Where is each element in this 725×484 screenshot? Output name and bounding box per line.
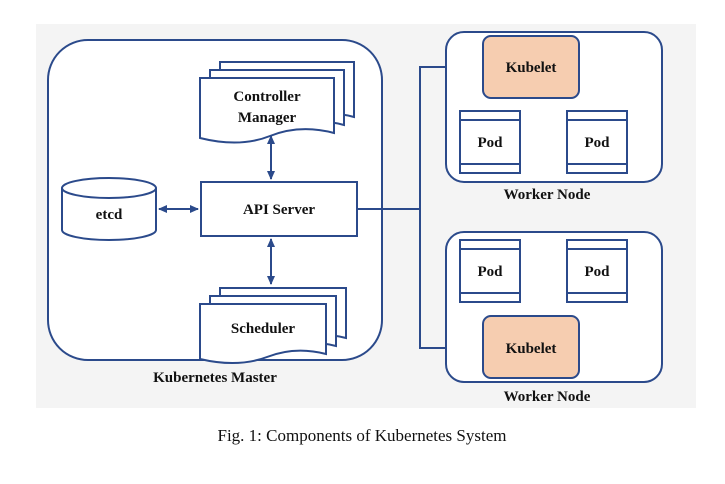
pod-1-1: Pod (459, 110, 521, 174)
kubelet-box-1 (482, 35, 580, 99)
kubelet-label-1: Kubelet (506, 60, 557, 76)
kubelet-box-2 (482, 315, 580, 379)
scheduler-label: Scheduler (231, 321, 296, 337)
etcd-label: etcd (96, 207, 123, 223)
scheduler-component: Scheduler (199, 287, 347, 365)
pod-2-1: Pod (459, 239, 521, 303)
api-server-box (200, 181, 358, 237)
worker-node-label-1: Worker Node (504, 187, 591, 203)
figure-caption: Fig. 1: Components of Kubernetes System (218, 426, 507, 445)
pod-2-2: Pod (566, 239, 628, 303)
pod-label: Pod (477, 264, 503, 280)
pod-label: Pod (477, 135, 503, 151)
worker-node-label-2: Worker Node (504, 389, 591, 405)
kubelet-label-2: Kubelet (506, 341, 557, 357)
master-label: Kubernetes Master (153, 370, 277, 386)
pod-1-2: Pod (566, 110, 628, 174)
pod-label: Pod (584, 264, 610, 280)
pod-label: Pod (584, 135, 610, 151)
etcd-database: etcd (61, 177, 157, 241)
api-server-label: API Server (243, 202, 315, 218)
